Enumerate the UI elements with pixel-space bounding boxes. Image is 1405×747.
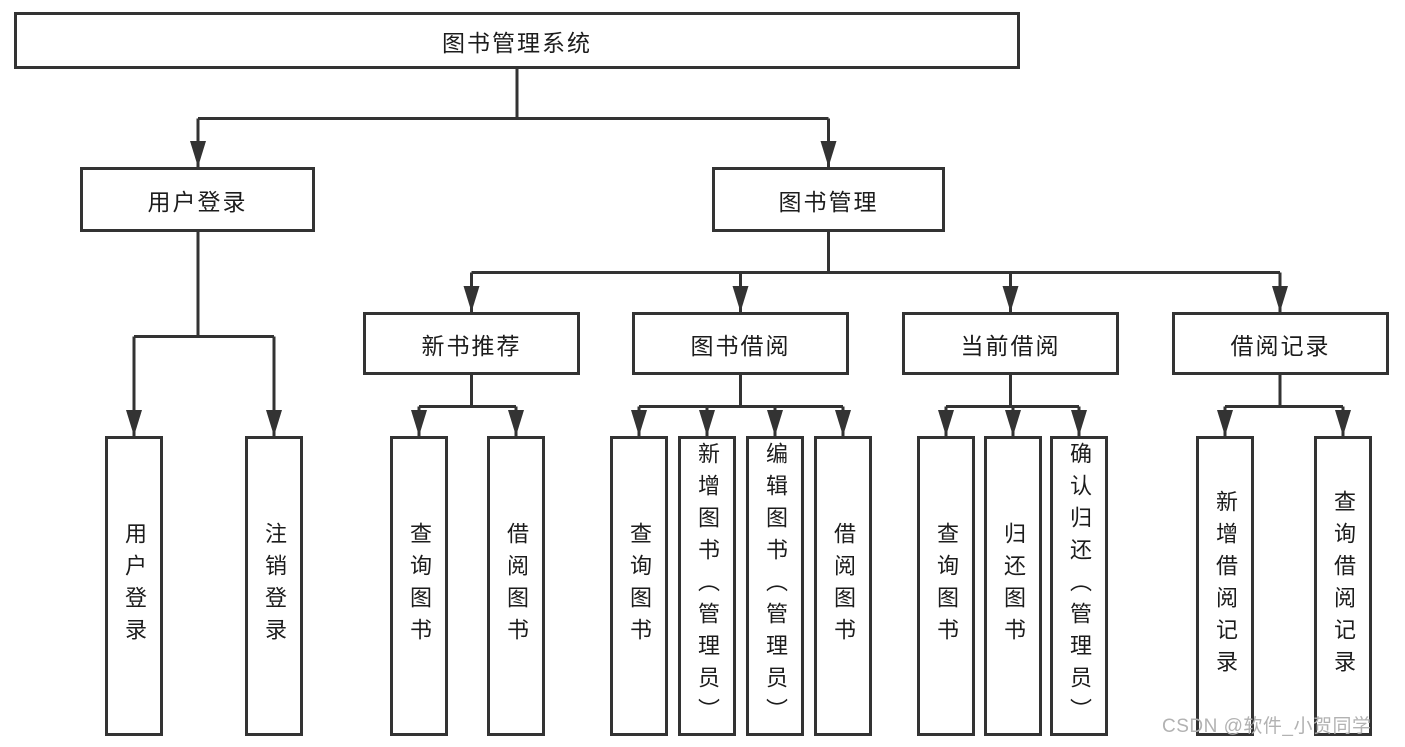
leaf-borrow-book-2: 借阅图书 bbox=[814, 436, 872, 736]
leaf-query-book-2: 查询图书 bbox=[610, 436, 668, 736]
leaf-add-book-admin: 新增图书（管理员） bbox=[678, 436, 736, 736]
node-borrow-record: 借阅记录 bbox=[1172, 312, 1389, 375]
node-current-borrow: 当前借阅 bbox=[902, 312, 1119, 375]
node-book-borrow: 图书借阅 bbox=[632, 312, 849, 375]
leaf-borrow-book-2-label: 借阅图书 bbox=[831, 522, 856, 650]
leaf-borrow-book-1-label: 借阅图书 bbox=[504, 522, 529, 650]
leaf-query-book-3: 查询图书 bbox=[917, 436, 975, 736]
leaf-add-book-admin-label: 新增图书（管理员） bbox=[695, 442, 720, 730]
watermark: CSDN @软件_小贺同学 bbox=[1162, 716, 1372, 737]
node-root-label: 图书管理系统 bbox=[442, 29, 592, 56]
node-book-management-label: 图书管理 bbox=[778, 188, 879, 215]
leaf-user-login-label: 用户登录 bbox=[122, 522, 147, 650]
node-new-book-recommend-label: 新书推荐 bbox=[421, 332, 522, 359]
node-user-login: 用户登录 bbox=[80, 167, 315, 232]
leaf-confirm-return-admin-label: 确认归还（管理员） bbox=[1067, 442, 1092, 730]
leaf-query-book-1-label: 查询图书 bbox=[407, 522, 432, 650]
leaf-user-login: 用户登录 bbox=[105, 436, 163, 736]
leaf-confirm-return-admin: 确认归还（管理员） bbox=[1050, 436, 1108, 736]
leaf-edit-book-admin: 编辑图书（管理员） bbox=[746, 436, 804, 736]
leaf-return-book: 归还图书 bbox=[984, 436, 1042, 736]
node-new-book-recommend: 新书推荐 bbox=[363, 312, 580, 375]
leaf-query-book-1: 查询图书 bbox=[390, 436, 448, 736]
node-root-system: 图书管理系统 bbox=[14, 12, 1020, 69]
leaf-query-borrow-record-label: 查询借阅记录 bbox=[1331, 490, 1356, 682]
leaf-return-book-label: 归还图书 bbox=[1001, 522, 1026, 650]
node-book-borrow-label: 图书借阅 bbox=[690, 332, 791, 359]
leaf-edit-book-admin-label: 编辑图书（管理员） bbox=[763, 442, 788, 730]
leaf-add-borrow-record-label: 新增借阅记录 bbox=[1213, 490, 1238, 682]
node-book-management: 图书管理 bbox=[712, 167, 945, 232]
leaf-query-borrow-record: 查询借阅记录 bbox=[1314, 436, 1372, 736]
leaf-query-book-3-label: 查询图书 bbox=[934, 522, 959, 650]
leaf-query-book-2-label: 查询图书 bbox=[627, 522, 652, 650]
node-current-borrow-label: 当前借阅 bbox=[960, 332, 1061, 359]
leaf-add-borrow-record: 新增借阅记录 bbox=[1196, 436, 1254, 736]
node-user-login-label: 用户登录 bbox=[147, 188, 248, 215]
leaf-logout-label: 注销登录 bbox=[262, 522, 287, 650]
leaf-borrow-book-1: 借阅图书 bbox=[487, 436, 545, 736]
node-borrow-record-label: 借阅记录 bbox=[1230, 332, 1331, 359]
leaf-logout: 注销登录 bbox=[245, 436, 303, 736]
